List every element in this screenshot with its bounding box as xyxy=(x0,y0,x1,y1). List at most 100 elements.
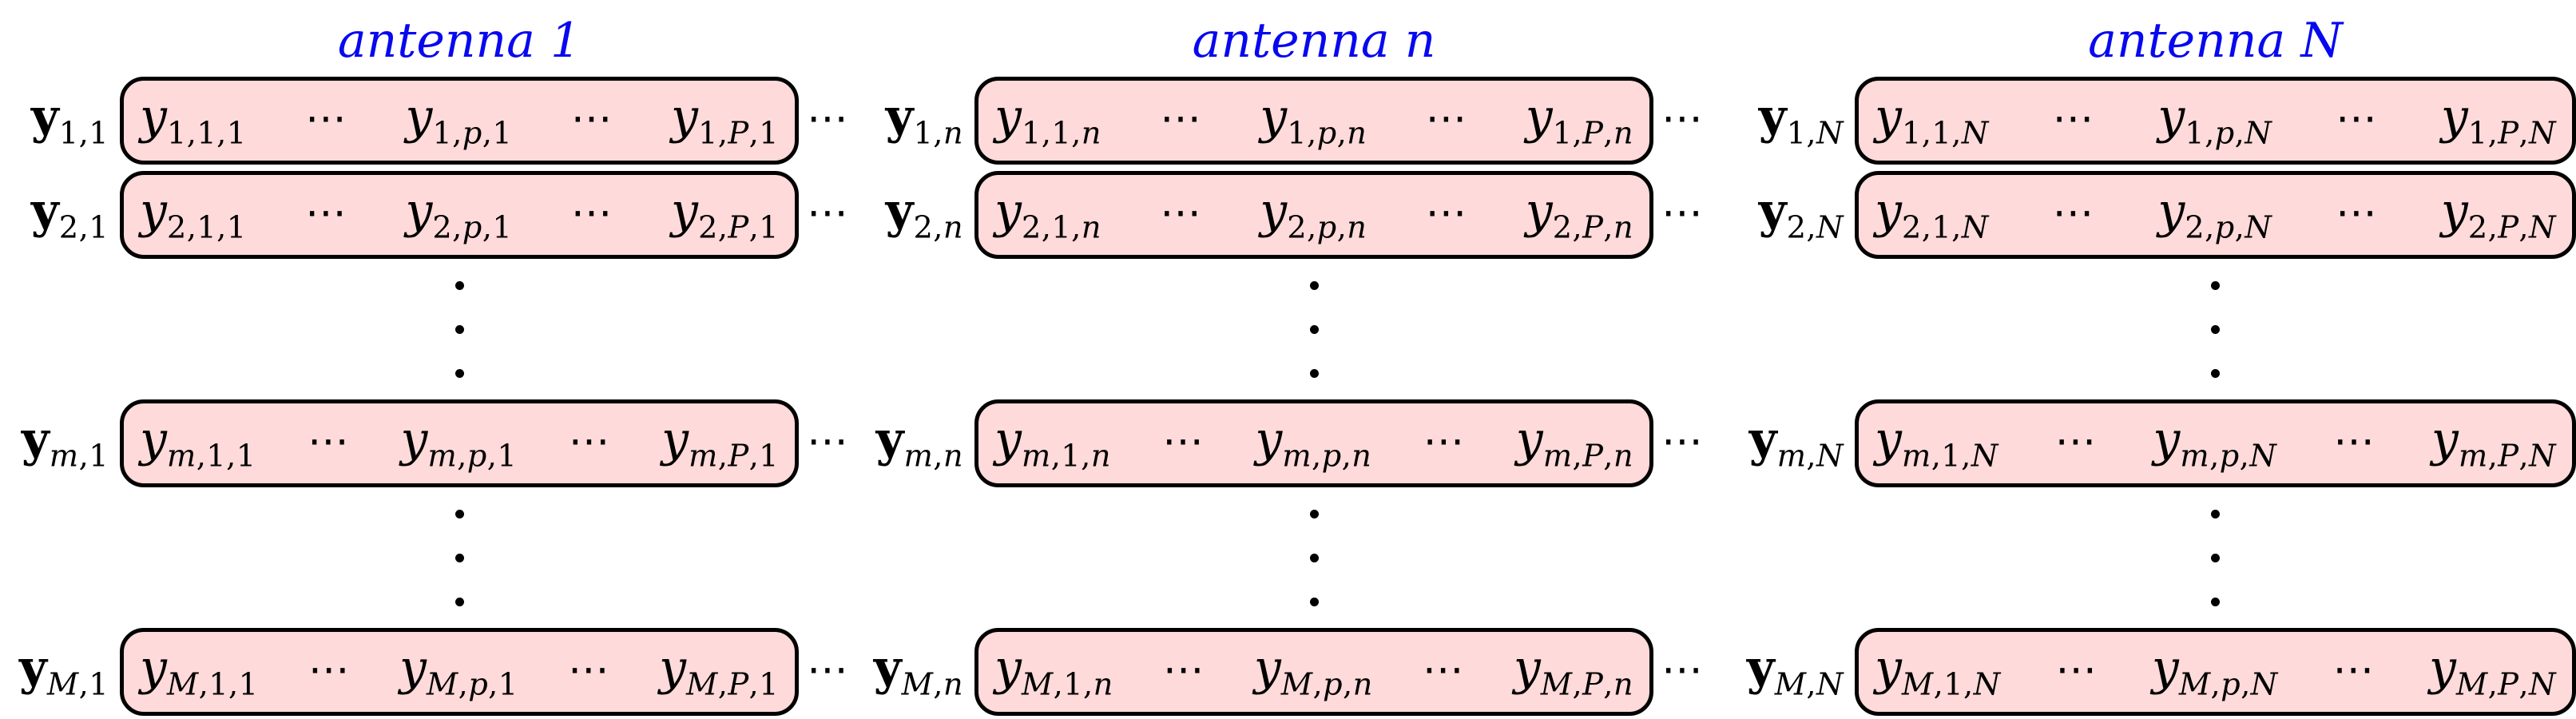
matrix-cell: y1,1,1 xyxy=(140,93,247,149)
math-base: y xyxy=(1758,182,1787,239)
vertical-dots-cell xyxy=(120,491,799,625)
math-subscript-letter: P xyxy=(2498,209,2519,246)
matrix-cell: ym,P,n xyxy=(1516,415,1633,472)
data-vector-box: yM,1,N⋯yM,p,N⋯yM,P,N xyxy=(1855,628,2576,716)
data-vector-box: ym,1,n⋯ym,p,n⋯ym,P,n xyxy=(974,399,1653,487)
math-subscript-letter: M xyxy=(901,666,934,703)
dot xyxy=(454,553,464,562)
math-subscript-letter: N xyxy=(2245,209,2272,246)
math-base: y xyxy=(1746,639,1775,696)
cell-ellipsis-icon: ⋯ xyxy=(2332,646,2375,694)
matrix-cell: ym,1,n xyxy=(994,415,1111,472)
math-subscript-letter: n xyxy=(943,666,963,703)
math-subscript-letter: n xyxy=(1613,209,1633,246)
math-subscript-letter: m xyxy=(2180,438,2210,475)
math-subscript-letter: p xyxy=(1323,666,1344,703)
math-subscript: 1,1,1 xyxy=(166,115,247,152)
data-vector-box: y2,1,n⋯y2,p,n⋯y2,P,n xyxy=(974,171,1653,259)
cell-ellipsis-icon: ⋯ xyxy=(308,646,350,694)
cell-ellipsis-icon: ⋯ xyxy=(1162,646,1205,694)
math-subscript: m,P,N xyxy=(2458,438,2556,475)
cell-ellipsis-icon: ⋯ xyxy=(570,189,613,237)
matrix-cell: yM,P,N xyxy=(2429,644,2556,701)
math-subscript: 1,p,1 xyxy=(432,115,513,152)
math-subscript: 1,N xyxy=(1786,115,1844,152)
math-subscript-letter: N xyxy=(1816,115,1844,152)
math-symbol: y2,N xyxy=(1759,187,1844,244)
column-ellipsis-icon: ⋯ xyxy=(807,94,848,143)
row-vector-label: yM,n xyxy=(856,625,974,719)
math-base: y xyxy=(2157,88,2185,145)
spacer xyxy=(799,0,856,73)
math-subscript-letter: p xyxy=(2219,438,2240,475)
math-subscript: M,n xyxy=(901,666,963,703)
math-subscript-letter: M xyxy=(686,666,718,703)
dot xyxy=(1309,553,1319,562)
math-subscript-letter: P xyxy=(1582,438,1604,475)
math-subscript: M,1 xyxy=(46,666,109,703)
cell-ellipsis-icon: ⋯ xyxy=(2052,94,2094,143)
cell-ellipsis-icon: ⋯ xyxy=(2054,417,2097,466)
math-subscript-letter: m xyxy=(427,438,458,475)
data-vector-box: y2,1,N⋯y2,p,N⋯y2,P,N xyxy=(1855,171,2576,259)
math-base: y xyxy=(994,182,1022,239)
math-subscript: m,1,1 xyxy=(166,438,256,475)
math-subscript-letter: M xyxy=(46,666,79,703)
math-subscript-letter: M xyxy=(1021,666,1054,703)
math-subscript: m,n xyxy=(903,438,963,475)
vertical-ellipsis-icon xyxy=(2211,509,2220,606)
row-vector-label: yM,1 xyxy=(0,625,120,719)
math-subscript-letter: n xyxy=(1081,115,1101,152)
math-base: y xyxy=(1875,182,1902,239)
math-subscript: m,1 xyxy=(49,438,109,475)
column-ellipsis-icon: ⋯ xyxy=(807,189,848,237)
dot xyxy=(454,509,464,518)
data-vector-box: y1,1,n⋯y1,p,n⋯y1,P,n xyxy=(974,77,1653,165)
vertical-dots-cell xyxy=(1855,491,2576,625)
matrix-cell: y1,p,1 xyxy=(405,93,512,149)
math-subscript-letter: n xyxy=(1613,666,1633,703)
math-subscript-letter: m xyxy=(903,438,934,475)
dot xyxy=(454,597,464,606)
math-subscript: 1,p,N xyxy=(2185,115,2272,152)
math-subscript-letter: M xyxy=(1901,666,1934,703)
math-subscript-letter: P xyxy=(2498,666,2519,703)
cell-ellipsis-icon: ⋯ xyxy=(1160,94,1202,143)
cell-ellipsis-icon: ⋯ xyxy=(2336,94,2378,143)
math-subscript-letter: p xyxy=(1316,209,1337,246)
row-vector-label: ym,n xyxy=(856,396,974,491)
antenna-header: antenna N xyxy=(1855,0,2576,73)
math-subscript-letter: m xyxy=(1542,438,1573,475)
math-subscript-letter: n xyxy=(1090,438,1111,475)
math-subscript-letter: n xyxy=(1613,115,1633,152)
dot xyxy=(454,324,464,334)
dot xyxy=(2211,597,2220,606)
math-subscript: 2,P,1 xyxy=(697,209,779,246)
math-base: y xyxy=(1748,411,1777,467)
math-subscript-letter: p xyxy=(462,209,482,246)
math-subscript-letter: N xyxy=(2529,438,2556,475)
cell-ellipsis-icon: ⋯ xyxy=(570,94,613,143)
math-subscript-letter: n xyxy=(1093,666,1113,703)
math-subscript: m,1,n xyxy=(1021,438,1111,475)
column-ellipsis-icon: ⋯ xyxy=(807,417,848,466)
matrix-cell: y1,1,N xyxy=(1875,93,1989,149)
column-separator: ⋯ xyxy=(1653,168,1711,262)
column-separator: ⋯ xyxy=(799,396,856,491)
math-subscript: m,N xyxy=(1776,438,1844,475)
math-subscript-letter: n xyxy=(1347,115,1367,152)
matrix-cell: yM,1,N xyxy=(1875,644,2001,701)
math-subscript-letter: m xyxy=(1901,438,1931,475)
math-base: y xyxy=(1260,182,1288,239)
math-subscript-letter: P xyxy=(728,666,749,703)
matrix-cell: y2,p,n xyxy=(1260,187,1367,244)
row-vector-label: ym,1 xyxy=(0,396,120,491)
math-base: y xyxy=(405,182,433,239)
math-subscript: 2,1 xyxy=(58,209,109,246)
row-vector-label: y2,n xyxy=(856,168,974,262)
matrix-cell: yM,p,1 xyxy=(399,644,518,701)
math-subscript: M,N xyxy=(1774,666,1844,703)
math-subscript: M,1,N xyxy=(1901,666,2001,703)
math-symbol: yM,N xyxy=(1747,644,1844,701)
math-subscript: 1,1 xyxy=(58,115,109,152)
